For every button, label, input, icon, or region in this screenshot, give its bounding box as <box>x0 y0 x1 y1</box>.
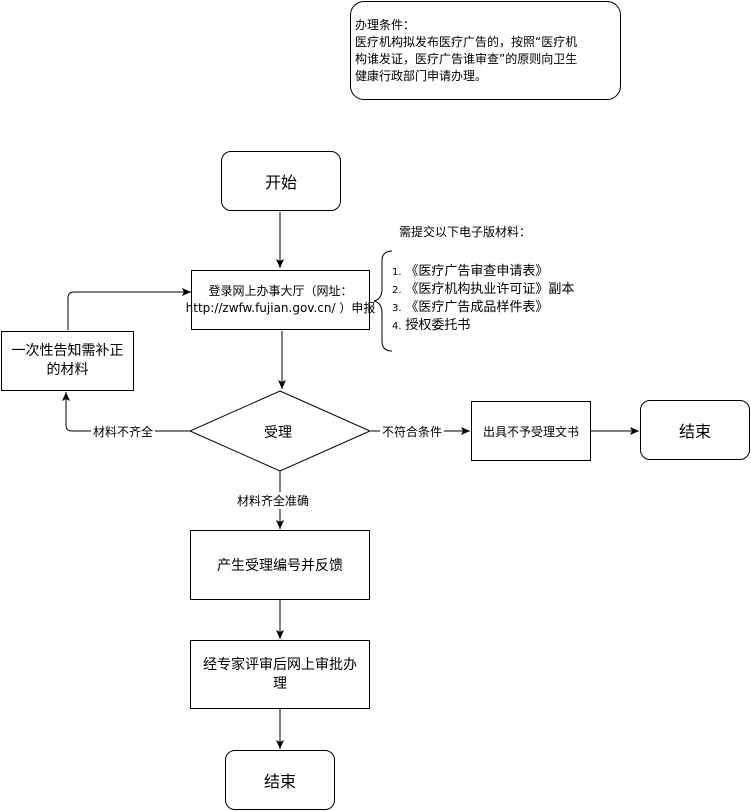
notify-label-line-1: 一次性告知需补正 <box>11 343 124 359</box>
start-node: 开始 <box>221 151 341 211</box>
edge-label-not-qualified: 不符合条件 <box>380 423 445 440</box>
end-right-node: 结束 <box>640 400 750 460</box>
edge-label-complete: 材料齐全准确 <box>235 492 312 509</box>
conditions-note: 办理条件： 医疗机构拟发布医疗广告的，按照“医疗机 构谁发证，医疗广告谁审查”的… <box>350 1 621 100</box>
login-node: 登录网上办事大厅（网址： http://zwfw.fujian.gov.cn/ … <box>186 270 375 330</box>
accept-label: 受理 <box>264 425 292 441</box>
reject-doc-node: 出具不予受理文书 <box>471 401 591 461</box>
end-right-label: 结束 <box>678 422 711 441</box>
edge-accept-notify <box>62 392 190 432</box>
start-label: 开始 <box>264 173 297 192</box>
end-bottom-node: 结束 <box>225 750 335 810</box>
materials-item-4: 4. 授权委托书 <box>392 318 471 333</box>
materials-item-3: 3. 《医疗广告成品样件表》 <box>392 300 549 315</box>
expert-label-line-1: 经专家评审后网上审批办 <box>203 656 357 673</box>
end-bottom-label: 结束 <box>263 772 296 791</box>
generate-label: 产生受理编号并反馈 <box>217 558 343 574</box>
materials-item-2: 2. 《医疗机构执业许可证》副本 <box>392 282 575 297</box>
conditions-line-3: 健康行政部门申请办理。 <box>355 69 488 83</box>
notify-node: 一次性告知需补正 的材料 <box>1 331 134 391</box>
expert-review-node: 经专家评审后网上审批办 理 <box>190 640 370 709</box>
expert-label-line-2: 理 <box>273 675 287 692</box>
conditions-line-1: 医疗机构拟发布医疗广告的，按照“医疗机 <box>355 35 578 49</box>
materials-item-1: 1. 《医疗广告审查申请表》 <box>392 264 549 279</box>
accept-diamond-shape <box>188 390 372 472</box>
conditions-title: 办理条件： <box>355 18 416 32</box>
login-label-line-2: http://zwfw.fujian.gov.cn/ ）申报 <box>185 301 376 315</box>
generate-node: 产生受理编号并反馈 <box>190 530 370 600</box>
materials-brace <box>373 250 393 352</box>
materials-list: 1. 《医疗广告审查申请表》 2. 《医疗机构执业许可证》副本 3. 《医疗广告… <box>392 263 574 335</box>
edge-label-incomplete: 材料不齐全 <box>91 423 156 440</box>
edge-notify-login <box>67 288 191 330</box>
materials-title: 需提交以下电子版材料： <box>399 225 532 239</box>
conditions-line-2: 构谁发证，医疗广告谁审查”的原则向卫生 <box>355 52 578 66</box>
login-label-line-1: 登录网上办事大厅（网址： <box>208 284 353 298</box>
reject-doc-label: 出具不予受理文书 <box>482 424 579 439</box>
notify-label-line-2: 的材料 <box>46 362 89 378</box>
